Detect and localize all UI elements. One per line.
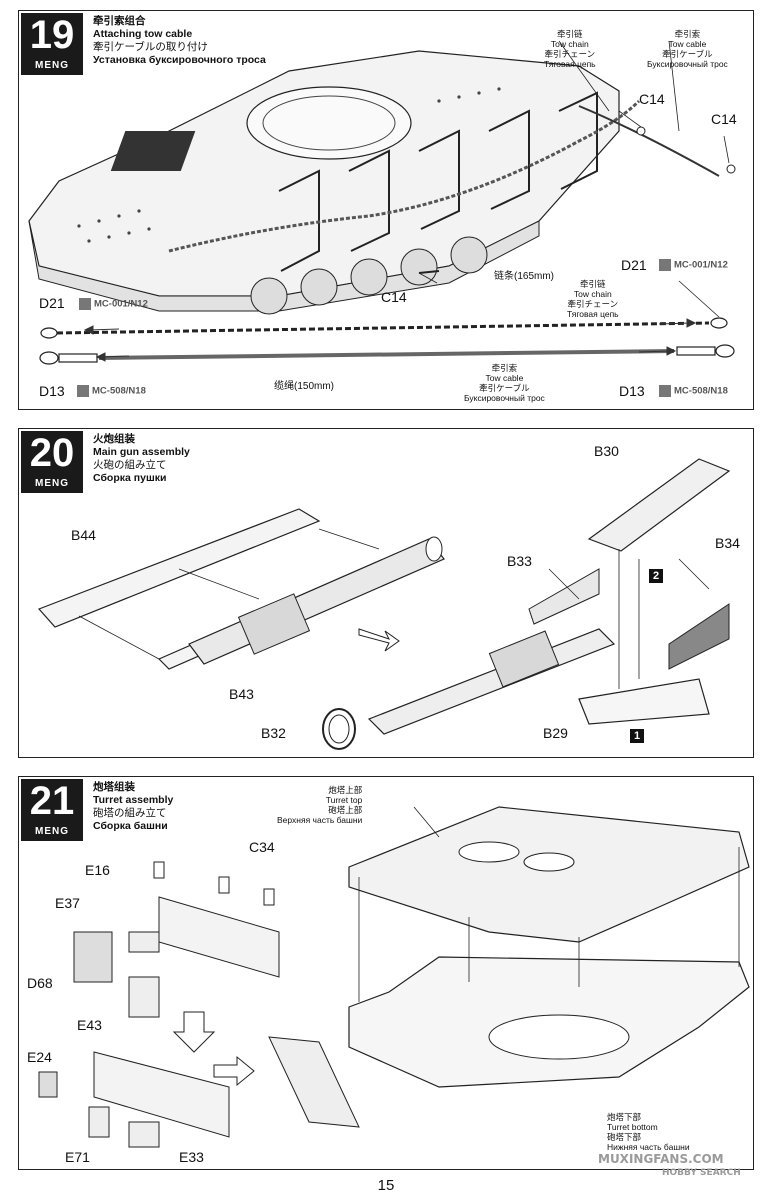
paint-brush-icon (79, 298, 91, 310)
title-en: Turret assembly (93, 794, 174, 806)
step-title: 炮塔组装 Turret assembly 砲塔の組み立て Сборка башн… (93, 781, 173, 833)
tow-cable-part (39, 344, 735, 365)
title-jp: 砲塔の組み立て (93, 807, 167, 819)
step-title: 火炮组装 Main gun assembly 火砲の組み立て Сборка пу… (93, 433, 190, 485)
paint-code: MC-001/N12 (659, 259, 728, 271)
title-en: Attaching tow cable (93, 28, 193, 40)
brand-logo: MENG (35, 826, 69, 837)
part-e16-label: E16 (85, 862, 110, 878)
title-en: Main gun assembly (93, 446, 190, 458)
tank-hull-illustration (28, 40, 736, 365)
sub-step-1: 1 (630, 729, 644, 743)
paint-brush-icon (77, 385, 89, 397)
turret-bottom-label: 炮塔下部 Turret bottom 砲塔下部 Нижняя часть баш… (607, 1112, 690, 1152)
sub-step-2: 2 (649, 569, 663, 583)
title-ru: Установка буксировочного троса (93, 54, 266, 66)
part-b34-label: B34 (715, 535, 740, 551)
part-b33-label: B33 (507, 553, 532, 569)
page-number: 15 (377, 1177, 395, 1194)
watermark-hobby: HOBBY SEARCH (662, 1168, 741, 1178)
paint-brush-icon (659, 259, 671, 271)
part-c14-label: C14 (639, 91, 665, 107)
step-21-panel: 21 MENG 炮塔组装 Turret assembly 砲塔の組み立て Сбо… (18, 776, 754, 1170)
part-e33-label: E33 (179, 1149, 204, 1165)
step-number: 19 (29, 13, 75, 57)
part-c34-label: C34 (249, 839, 275, 855)
part-b43-label: B43 (229, 686, 254, 702)
part-b44-label: B44 (71, 527, 96, 543)
part-d21-label: D21 (39, 295, 65, 311)
part-b32-label: B32 (261, 725, 286, 741)
main-gun-illustration (37, 458, 731, 750)
part-e71-label: E71 (65, 1149, 90, 1165)
step-badge: 19 MENG (21, 13, 83, 75)
part-d13-label: D13 (39, 383, 65, 399)
step-20-panel: 20 MENG 火炮组装 Main gun assembly 火砲の組み立て С… (18, 428, 754, 758)
part-e43-label: E43 (77, 1017, 102, 1033)
cable-length-label: 缆绳(150mm) (274, 381, 335, 392)
title-zh: 火炮组装 (93, 433, 135, 445)
paint-brush-icon (659, 385, 671, 397)
part-e37-label: E37 (55, 895, 80, 911)
part-d21-label: D21 (621, 257, 647, 273)
paint-code: MC-508/N18 (659, 385, 728, 397)
tow-chain-part (40, 317, 728, 339)
title-zh: 牵引索组合 (93, 15, 146, 27)
tow-chain-label-top: 牵引链 Tow chain 牽引チェーン Тяговая цепь (544, 29, 596, 69)
paint-code: MC-508/N18 (77, 385, 146, 397)
part-b29-label: B29 (543, 725, 568, 741)
part-d68-label: D68 (27, 975, 53, 991)
watermark-site: MUXINGFANS.COM (598, 1152, 724, 1166)
step-number: 21 (29, 779, 75, 823)
part-d13-label: D13 (619, 383, 645, 399)
brand-logo: MENG (35, 60, 69, 71)
brand-logo: MENG (35, 478, 69, 489)
step-badge: 21 MENG (21, 779, 83, 841)
chain-length-label: 链条(165mm) (494, 271, 555, 282)
step-number: 20 (29, 431, 75, 475)
turret-illustration (38, 806, 750, 1148)
title-zh: 炮塔组装 (93, 781, 135, 793)
title-jp: 火砲の組み立て (93, 459, 167, 471)
step-19-panel: 19 MENG 牵引索组合 Attaching tow cable 牽引ケーブル… (18, 10, 754, 410)
title-ru: Сборка пушки (93, 472, 167, 484)
title-jp: 牽引ケーブルの取り付け (93, 41, 208, 53)
part-c14-label: C14 (381, 289, 407, 305)
step-badge: 20 MENG (21, 431, 83, 493)
turret-top-label: 炮塔上部 Turret top 砲塔上部 Верхняя часть башни (277, 785, 363, 825)
paint-code: MC-001/N12 (79, 298, 148, 310)
tow-cable-label: 牵引索 Tow cable 牽引ケーブル Буксировочный трос (464, 363, 545, 403)
tow-chain-label: 牵引链 Tow chain 牽引チェーン Тяговая цепь (567, 279, 619, 319)
step-title: 牵引索组合 Attaching tow cable 牽引ケーブルの取り付け Ус… (93, 15, 266, 67)
tow-cable-label-top: 牵引索 Tow cable 牽引ケーブル Буксировочный трос (647, 29, 728, 69)
part-e24-label: E24 (27, 1049, 52, 1065)
title-ru: Сборка башни (93, 820, 168, 832)
part-c14-label: C14 (711, 111, 737, 127)
part-b30-label: B30 (594, 443, 619, 459)
